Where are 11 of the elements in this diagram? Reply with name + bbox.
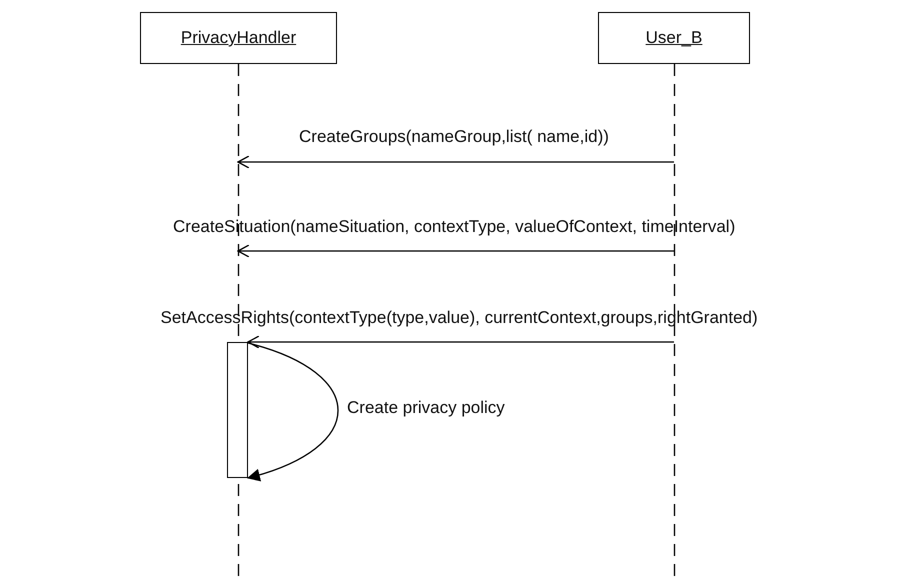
- participant-name: PrivacyHandler: [180, 28, 296, 48]
- participant-name: User_B: [646, 28, 702, 48]
- message-arrow: [237, 155, 674, 169]
- message-label: Create privacy policy: [347, 398, 505, 418]
- message-label: SetAccessRights(contextType(type,value), currentContext,groups,rightGranted): [160, 308, 758, 328]
- activation-bar: [227, 342, 248, 478]
- message-arrow: [247, 335, 674, 349]
- message-arrow: [246, 342, 338, 481]
- message-label: CreateSituation(nameSituation, contextType, valueOfContext, timeInterval): [173, 217, 736, 237]
- message-arrow: [237, 244, 674, 258]
- message-label: CreateGroups(nameGroup,list( name,id)): [299, 127, 609, 147]
